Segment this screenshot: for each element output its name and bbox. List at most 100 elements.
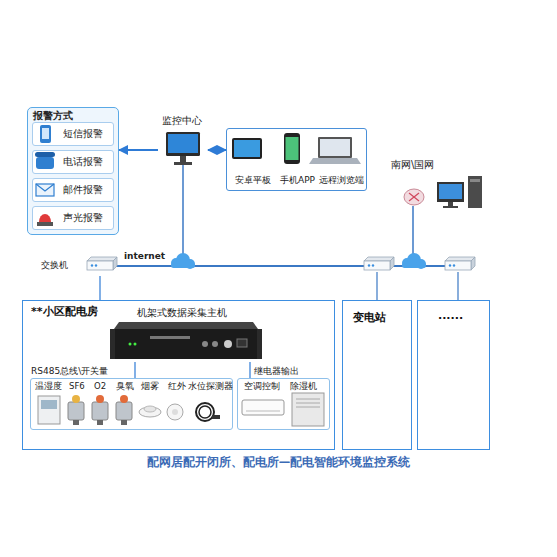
network-wire — [412, 206, 414, 260]
node-text: 烟雾 — [141, 381, 159, 391]
node-text: 红外 — [168, 381, 186, 391]
rack-ear — [257, 329, 262, 359]
gas-detector-nozzle — [121, 420, 127, 425]
rack-led — [134, 343, 137, 346]
node-text: 除湿机 — [290, 381, 317, 391]
switch-icon — [87, 257, 117, 270]
mail-flap — [36, 184, 54, 191]
switch-led — [95, 264, 97, 266]
connector — [99, 276, 100, 300]
mail-icon — [36, 184, 54, 196]
smoke-detector — [139, 407, 161, 417]
alarm-panel: 短信报警电话报警邮件报警声光报警 报警方式 — [27, 107, 119, 235]
rack-front — [114, 329, 258, 359]
switch-top — [87, 257, 117, 261]
node-heading: 短信报警 — [63, 128, 103, 139]
switch-side — [471, 257, 475, 270]
more-sites-box: ...... — [417, 300, 490, 450]
switch-front — [445, 261, 471, 270]
gas-detector-nozzle — [97, 420, 103, 425]
node-heading: 报警方式 — [33, 110, 73, 122]
node-heading: 安卓平板 — [235, 175, 271, 186]
node-text: 臭氧 — [116, 381, 134, 391]
node-heading: RS485总线\开关量 — [31, 366, 108, 377]
rack-port — [237, 339, 247, 347]
node-heading: ...... — [438, 309, 463, 322]
node-text: 水位探测器 — [188, 381, 233, 391]
gas-detector-cap — [120, 395, 128, 403]
smoke-detector-top — [144, 406, 156, 412]
switch-side — [390, 257, 394, 270]
client-devices-box: 安卓平板手机APP远程浏览端 — [226, 128, 367, 191]
connector — [134, 362, 135, 378]
tablet-screen — [234, 140, 260, 157]
water-probe-head — [212, 415, 220, 419]
tablet-icon — [232, 138, 262, 159]
rack-ear — [110, 329, 115, 359]
network-wire — [182, 165, 184, 262]
distribution-room: 机架式数据采集主机 RS485总线\开关量温湿度SF6O2臭氧烟雾红外水位探测器继… — [22, 300, 335, 450]
air-conditioner-vent — [246, 411, 280, 412]
gas-detector — [116, 402, 132, 420]
switch-led — [368, 264, 370, 266]
switch-top — [364, 257, 394, 261]
air-conditioner — [242, 400, 284, 415]
smartphone-screen — [286, 137, 299, 160]
node-heading: 监控中心 — [162, 115, 202, 127]
monitor-center: 监控中心 — [158, 114, 208, 172]
alarm-item: 声光报警 — [32, 206, 114, 230]
telephone-icon — [36, 157, 54, 169]
alarm-light-base — [37, 222, 53, 226]
cloud-symbol — [171, 253, 195, 269]
cloud-part — [176, 253, 190, 267]
switch-led — [372, 264, 374, 266]
smartphone-icon — [284, 133, 300, 164]
network-label: internet — [124, 251, 165, 262]
dehumidifier-grille — [296, 403, 320, 404]
infrared-lens — [172, 409, 178, 415]
grid-company: 南网\国网 — [388, 158, 488, 213]
network-wire — [376, 272, 377, 300]
gas-detector — [92, 402, 108, 420]
node-text: 温湿度 — [35, 381, 62, 391]
rack-knob — [212, 341, 218, 347]
connector — [208, 149, 226, 151]
laptop-lid — [318, 137, 352, 158]
monitor-screen — [439, 184, 462, 199]
alarm-light-icon — [39, 214, 51, 222]
switch-led — [453, 264, 455, 266]
cloud-part — [402, 263, 426, 268]
cloud-part — [416, 259, 426, 269]
cloud-part — [407, 253, 421, 267]
infrared-sensor — [167, 404, 183, 420]
caption: 配网居配开闭所、配电所—配电智能环境监控系统 — [0, 456, 557, 470]
node-text: 空调控制 — [244, 381, 280, 391]
cloud-part — [171, 258, 181, 268]
connector — [249, 362, 250, 378]
monitor-base — [174, 162, 192, 165]
alarm-item: 电话报警 — [32, 150, 114, 174]
relay-box: 继电器输出空调控制除湿机 — [237, 378, 330, 430]
dehumidifier — [292, 393, 324, 426]
sensor-box: RS485总线\开关量温湿度SF6O2臭氧烟雾红外水位探测器 — [30, 378, 233, 430]
laptop-screen — [320, 139, 350, 156]
telephone-handset — [35, 152, 55, 157]
node-heading: **小区配电房 — [31, 305, 98, 318]
network-wire — [457, 272, 458, 300]
phone-icon — [40, 125, 51, 143]
cloud-part — [185, 259, 195, 269]
thermo-hygro-screen — [41, 400, 57, 409]
node-heading: 邮件报警 — [63, 184, 103, 195]
node-heading: 机架式数据采集主机 — [137, 307, 227, 318]
gas-detector-cap — [96, 395, 104, 403]
router-mark — [409, 193, 419, 201]
router-mark — [409, 193, 419, 201]
cloud-part — [402, 258, 412, 268]
router-icon — [404, 189, 424, 205]
rack-knob — [224, 340, 232, 348]
gas-detector-nozzle — [73, 420, 79, 425]
phone-screen — [42, 128, 49, 139]
dehumidifier-grille — [296, 407, 320, 408]
